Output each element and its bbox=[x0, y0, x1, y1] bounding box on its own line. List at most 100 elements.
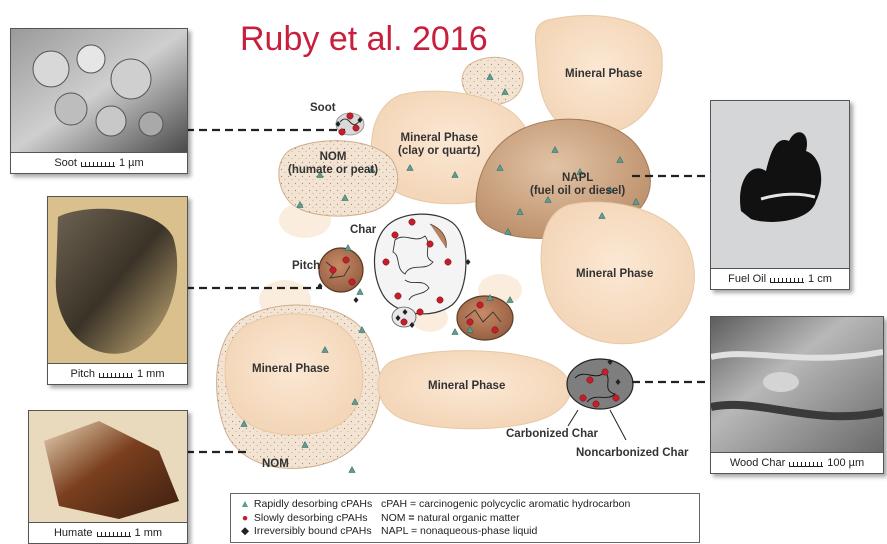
diamond-icon: ◆ bbox=[239, 525, 251, 539]
slow-cpah-marker bbox=[353, 125, 359, 131]
slow-cpah-marker bbox=[580, 395, 586, 401]
wood-char-photo-art bbox=[711, 317, 883, 452]
legend-row-irreversible: ◆ Irreversibly bound cPAHs bbox=[239, 525, 372, 539]
slow-cpah-marker bbox=[427, 241, 433, 247]
soot-caption-scale: 1 µm bbox=[119, 157, 144, 169]
legend-napl: NAPL = nonaqueous-phase liquid bbox=[381, 525, 630, 539]
slow-cpah-marker bbox=[347, 113, 353, 119]
legend-slow: Slowly desorbing cPAHs bbox=[254, 512, 368, 524]
humate-caption: Humate 1 mm bbox=[29, 522, 187, 543]
humate-image bbox=[29, 411, 187, 522]
scale-bar-icon bbox=[97, 529, 131, 537]
label-mineral-phase-right: Mineral Phase bbox=[576, 268, 653, 281]
scale-bar-icon bbox=[789, 459, 823, 467]
legend-row-rapid: ▲ Rapidly desorbing cPAHs bbox=[239, 498, 372, 512]
title: Ruby et al. 2016 bbox=[240, 20, 488, 59]
pitch-caption-name: Pitch bbox=[71, 368, 95, 380]
label-carbonized-char: Carbonized Char bbox=[506, 428, 598, 441]
humate-caption-name: Humate bbox=[54, 527, 93, 539]
slow-cpah-marker bbox=[467, 319, 473, 325]
rapid-cpah-marker bbox=[349, 467, 355, 473]
slow-cpah-marker bbox=[401, 319, 407, 325]
slow-cpah-marker bbox=[383, 259, 389, 265]
label-napl-title: NAPL bbox=[530, 172, 625, 185]
slow-cpah-marker bbox=[593, 401, 599, 407]
fuel-oil-caption-name: Fuel Oil bbox=[728, 273, 766, 285]
slow-cpah-marker bbox=[602, 369, 608, 375]
fuel-oil-photo-art bbox=[711, 101, 849, 268]
legend-cpah: cPAH = carcinogenic polycyclic aromatic … bbox=[381, 498, 630, 512]
fuel-oil-caption: Fuel Oil 1 cm bbox=[711, 268, 849, 289]
slow-cpah-marker bbox=[330, 267, 336, 273]
label-mineral-phase-left: Mineral Phase bbox=[252, 363, 329, 376]
slow-cpah-marker bbox=[437, 297, 443, 303]
legend-nom: NOM = natural organic matter bbox=[381, 512, 630, 526]
irreversible-cpah-marker bbox=[354, 297, 359, 303]
pitch-image bbox=[48, 197, 187, 363]
pitch-caption-scale: 1 mm bbox=[137, 368, 165, 380]
pitch-photo-art bbox=[48, 197, 187, 363]
label-mineral-phase-center: Mineral Phase (clay or quartz) bbox=[398, 132, 480, 158]
wood-char-caption: Wood Char 100 µm bbox=[711, 452, 883, 473]
rapid-cpah-marker bbox=[452, 329, 458, 335]
pitch-particle bbox=[319, 248, 363, 292]
scale-bar-icon bbox=[770, 275, 804, 283]
photo-soot: Soot 1 µm bbox=[10, 28, 188, 174]
legend-markers: ▲ Rapidly desorbing cPAHs ● Slowly desor… bbox=[239, 498, 372, 539]
fuel-oil-caption-scale: 1 cm bbox=[808, 273, 832, 285]
wood-char-caption-scale: 100 µm bbox=[827, 457, 864, 469]
pitch-particle-2 bbox=[457, 296, 513, 340]
label-char: Char bbox=[350, 224, 376, 237]
photo-wood-char: Wood Char 100 µm bbox=[710, 316, 884, 474]
slow-cpah-marker bbox=[395, 293, 401, 299]
label-mineral-phase-bottom: Mineral Phase bbox=[428, 380, 505, 393]
label-fuel-oil-or-diesel: (fuel oil or diesel) bbox=[530, 185, 625, 198]
label-noncarbonized-char: Noncarbonized Char bbox=[576, 447, 688, 460]
slow-cpah-marker bbox=[339, 129, 345, 135]
slow-cpah-marker bbox=[492, 327, 498, 333]
rapid-cpah-marker bbox=[357, 289, 363, 295]
pitch-caption: Pitch 1 mm bbox=[48, 363, 187, 384]
fuel-oil-image bbox=[711, 101, 849, 268]
slow-cpah-marker bbox=[349, 279, 355, 285]
legend-irreversible: Irreversibly bound cPAHs bbox=[254, 525, 372, 537]
label-mineral-phase-center-title: Mineral Phase bbox=[398, 132, 480, 145]
circle-icon: ● bbox=[239, 512, 251, 526]
legend-row-slow: ● Slowly desorbing cPAHs bbox=[239, 512, 372, 526]
slow-cpah-marker bbox=[477, 302, 483, 308]
scale-bar-icon bbox=[99, 370, 133, 378]
wood-char-caption-name: Wood Char bbox=[730, 457, 785, 469]
slow-cpah-marker bbox=[392, 232, 398, 238]
soot-caption: Soot 1 µm bbox=[11, 152, 187, 173]
triangle-icon: ▲ bbox=[239, 498, 251, 512]
rapid-cpah-marker bbox=[345, 245, 351, 251]
slow-cpah-marker bbox=[587, 377, 593, 383]
photo-fuel-oil: Fuel Oil 1 cm bbox=[710, 100, 850, 290]
legend-nom-def: natural organic matter bbox=[415, 512, 520, 524]
soot-caption-name: Soot bbox=[54, 157, 77, 169]
scale-bar-icon bbox=[81, 159, 115, 167]
label-mineral-phase-top-right: Mineral Phase bbox=[565, 68, 642, 81]
slow-cpah-marker bbox=[613, 395, 619, 401]
legend-nom-prefix: NOM bbox=[381, 512, 408, 524]
soot-image bbox=[11, 29, 187, 152]
label-soot: Soot bbox=[310, 102, 336, 115]
legend-definitions: cPAH = carcinogenic polycyclic aromatic … bbox=[381, 498, 630, 539]
legend-rapid: Rapidly desorbing cPAHs bbox=[254, 498, 372, 510]
legend: ▲ Rapidly desorbing cPAHs ● Slowly desor… bbox=[230, 493, 700, 543]
slow-cpah-marker bbox=[343, 257, 349, 263]
label-nom-humate-title: NOM bbox=[288, 151, 378, 164]
photo-pitch: Pitch 1 mm bbox=[47, 196, 188, 385]
label-nom-humate: NOM (humate or peat) bbox=[288, 151, 378, 177]
wood-char-image bbox=[711, 317, 883, 452]
photo-humate: Humate 1 mm bbox=[28, 410, 188, 544]
label-nom-bottom: NOM bbox=[262, 458, 289, 471]
soot-photo-art bbox=[11, 29, 187, 152]
humate-photo-art bbox=[29, 411, 187, 522]
slow-cpah-marker bbox=[417, 309, 423, 315]
label-napl: NAPL (fuel oil or diesel) bbox=[530, 172, 625, 198]
label-pitch: Pitch bbox=[292, 260, 320, 273]
slow-cpah-marker bbox=[409, 219, 415, 225]
humate-caption-scale: 1 mm bbox=[135, 527, 163, 539]
